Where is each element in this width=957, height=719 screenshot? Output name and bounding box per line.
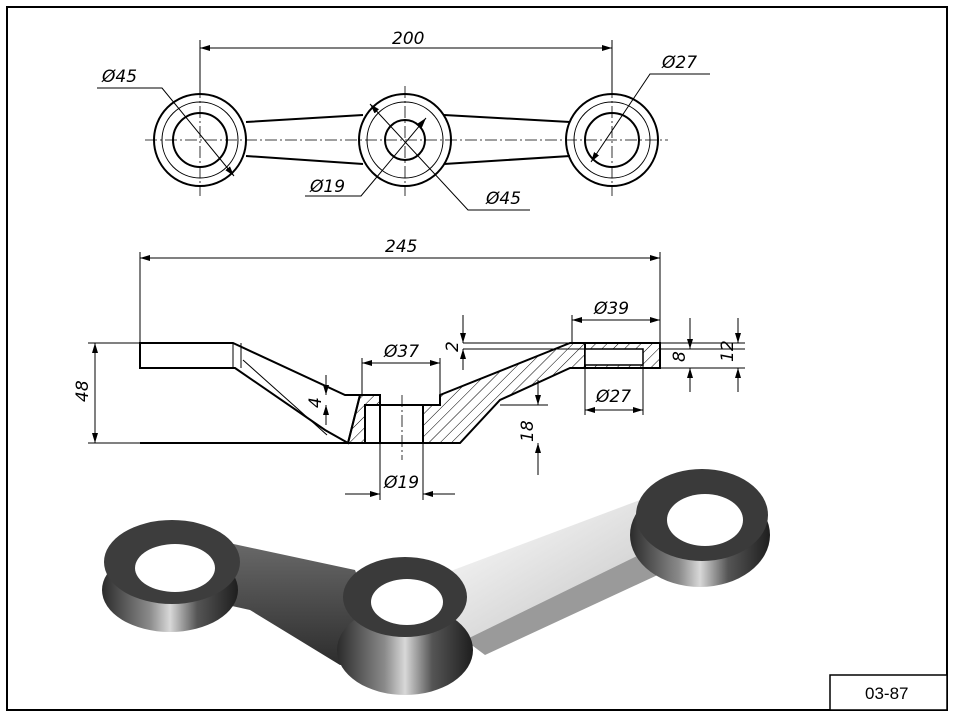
section-arm-left bbox=[139, 342, 362, 445]
isometric-render bbox=[102, 469, 770, 695]
plan-view: 200 Ø45 Ø27 Ø19 Ø45 bbox=[97, 29, 710, 211]
dimension-2-label: 2 bbox=[443, 341, 463, 352]
dimension-4-label: 4 bbox=[306, 397, 326, 408]
section-view: 245 48 Ø39 2 8 12 Ø27 bbox=[73, 237, 745, 500]
render-arm-right bbox=[440, 500, 675, 640]
dimension-diameter-27-plan-label: Ø27 bbox=[661, 53, 697, 73]
dimension-diameter-39-label: Ø39 bbox=[593, 299, 629, 319]
plan-arm-left bbox=[245, 114, 364, 165]
sheet-border bbox=[6, 6, 948, 711]
dimension-48-label: 48 bbox=[73, 380, 93, 402]
section-center-bore bbox=[379, 404, 424, 444]
dimension-diameter-45-left-label: Ø45 bbox=[101, 67, 137, 87]
dimension-diameter-27-section-label: Ø27 bbox=[595, 387, 631, 407]
dimension-8-label: 8 bbox=[670, 351, 690, 362]
dimension-diameter-19-section-label: Ø19 bbox=[383, 473, 419, 493]
dimension-200-label: 200 bbox=[392, 29, 424, 49]
dimension-diameter-37-label: Ø37 bbox=[383, 342, 419, 362]
drawing-code: 03-87 bbox=[865, 684, 908, 703]
dimension-245-label: 245 bbox=[385, 237, 417, 257]
dimension-18-label: 18 bbox=[518, 420, 538, 442]
dimension-diameter-19-plan-label: Ø19 bbox=[309, 177, 345, 197]
dimension-diameter-45-center-label: Ø45 bbox=[485, 189, 521, 209]
dimension-12-label: 12 bbox=[718, 340, 738, 362]
plan-arm-right bbox=[443, 114, 571, 165]
section-hub-hatched bbox=[346, 394, 381, 444]
title-block bbox=[829, 674, 948, 711]
